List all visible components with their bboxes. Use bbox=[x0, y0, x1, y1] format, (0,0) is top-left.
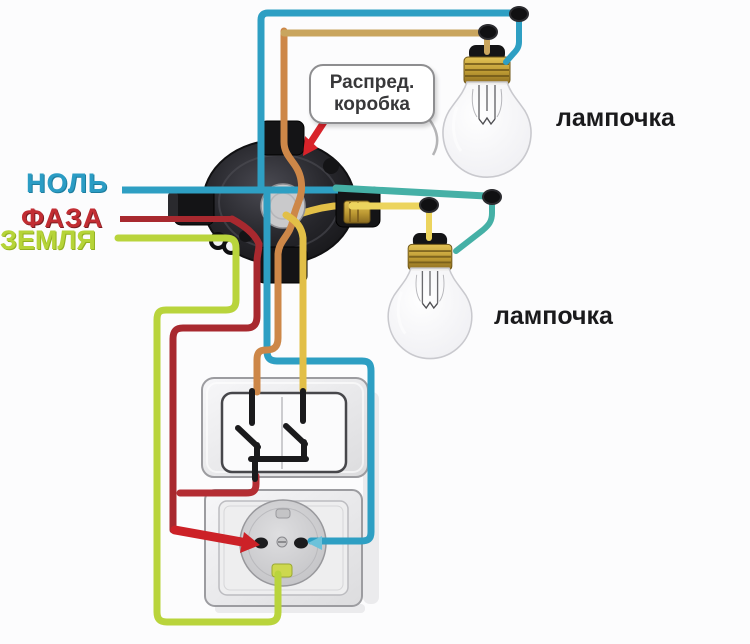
terminal-dot-bulb1-switched bbox=[478, 24, 498, 40]
callout-line1: Распред. bbox=[329, 71, 415, 93]
switch-symbol bbox=[235, 388, 309, 482]
neutral-wire-to-socket bbox=[263, 190, 375, 545]
callout-arrow-shaft bbox=[307, 118, 328, 146]
junction-box bbox=[168, 120, 381, 284]
junction-box-stub-left-cap bbox=[168, 192, 178, 220]
neutral-arrowhead bbox=[308, 536, 322, 550]
neutral-wire-to-bulb2 bbox=[332, 184, 490, 200]
phase-wire-to-socket bbox=[170, 525, 247, 547]
socket-top-clip bbox=[275, 508, 291, 519]
switch-socket-unit bbox=[201, 377, 379, 613]
terminal-dot-bulb1-neutral bbox=[509, 6, 529, 22]
socket-hole-right bbox=[294, 537, 308, 549]
phase-wire-from-switch bbox=[176, 472, 260, 497]
lamp1-switch-wire-drop bbox=[253, 27, 306, 396]
bulb-1 bbox=[441, 43, 533, 179]
label-earth: ЗЕМЛЯ bbox=[0, 225, 96, 255]
earth-wire bbox=[114, 234, 282, 626]
terminal-dot-bulb2-neutral bbox=[482, 189, 502, 205]
phase-arrowhead bbox=[240, 532, 260, 553]
junction-box-callout: Распред. коробка bbox=[309, 64, 435, 124]
lamp2-switch-wire-drop bbox=[282, 211, 307, 394]
neutral-wire-bulb2-drop bbox=[453, 199, 495, 254]
label-phase: ФАЗА bbox=[21, 203, 104, 233]
junction-box-ear bbox=[323, 158, 339, 174]
label-neutral: НОЛЬ bbox=[26, 168, 109, 198]
neutral-wire-to-bulb1 bbox=[257, 9, 516, 192]
callout-arrowhead bbox=[303, 136, 318, 156]
neutral-wire-bulb1-drop bbox=[503, 17, 522, 65]
callout-tail bbox=[427, 118, 439, 156]
terminal-dot-bulb2-switched bbox=[419, 197, 439, 213]
label-lamp-1: лампочка bbox=[556, 104, 675, 132]
callout-line2: коробка bbox=[334, 94, 410, 115]
phase-wire-main bbox=[169, 215, 263, 534]
label-lamp-2: лампочка bbox=[494, 302, 613, 330]
